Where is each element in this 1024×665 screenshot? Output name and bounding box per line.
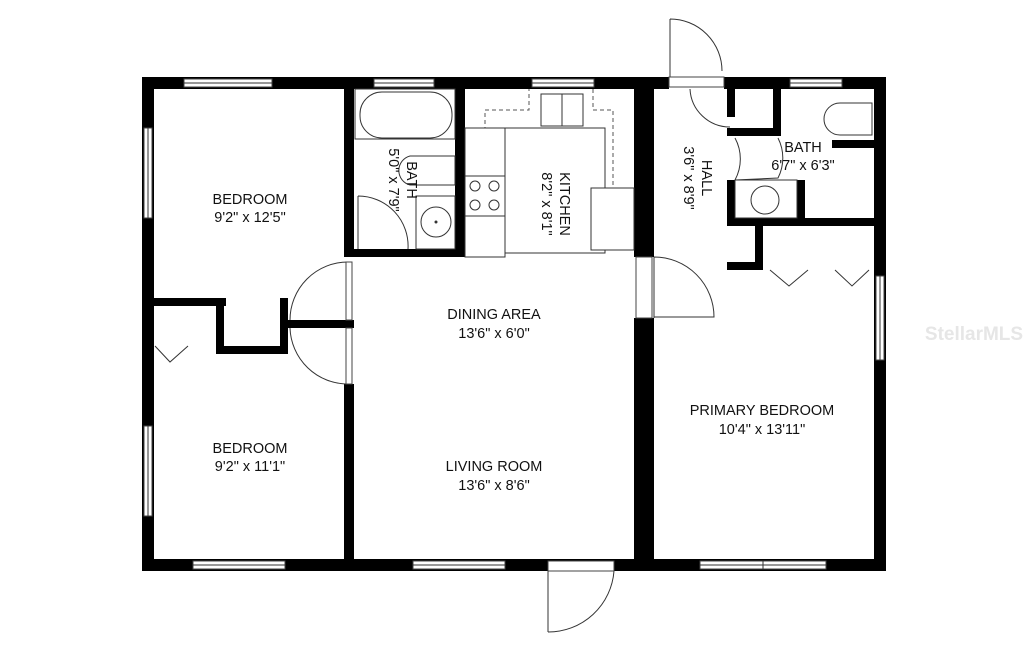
room-kitchen: KITCHEN 8'2" x 8'1" — [538, 172, 572, 236]
room-name: HALL — [698, 160, 714, 196]
room-name: LIVING ROOM — [446, 459, 543, 475]
room-dims: 6'7" x 6'3" — [771, 158, 834, 174]
windows — [143, 78, 885, 570]
watermark: StellarMLS — [925, 324, 1023, 345]
room-dims: 9'2" x 12'5" — [214, 210, 285, 226]
room-dims: 13'6" x 8'6" — [458, 478, 529, 494]
room-living-room: LIVING ROOM 13'6" x 8'6" — [446, 459, 543, 494]
room-dims: 10'4" x 13'11" — [719, 422, 806, 438]
room-hall: HALL 3'6" x 8'9" — [680, 146, 714, 209]
room-name: DINING AREA — [447, 307, 541, 323]
room-dims: 13'6" x 6'0" — [458, 326, 529, 342]
room-bedroom-2: BEDROOM 9'2" x 11'1" — [213, 441, 288, 475]
doors — [154, 18, 870, 633]
interior-walls — [154, 77, 880, 571]
room-name: BEDROOM — [213, 441, 288, 457]
room-name: BATH — [403, 161, 419, 199]
room-dims: 8'2" x 8'1" — [538, 172, 554, 235]
room-dining-area: DINING AREA 13'6" x 6'0" — [447, 307, 541, 342]
room-bath-1: BATH 5'0" x 7'9" — [385, 148, 419, 211]
room-name: KITCHEN — [556, 172, 572, 236]
fixtures — [354, 88, 873, 258]
room-dims: 3'6" x 8'9" — [680, 146, 696, 209]
room-name: BATH — [784, 140, 822, 156]
room-bedroom-1: BEDROOM 9'2" x 12'5" — [213, 192, 288, 226]
room-dims: 5'0" x 7'9" — [385, 148, 401, 211]
room-name: BEDROOM — [213, 192, 288, 208]
room-bath-2: BATH 6'7" x 6'3" — [771, 140, 834, 174]
room-primary-bedroom: PRIMARY BEDROOM 10'4" x 13'11" — [690, 403, 835, 438]
room-dims: 9'2" x 11'1" — [215, 459, 285, 475]
room-name: PRIMARY BEDROOM — [690, 403, 835, 419]
